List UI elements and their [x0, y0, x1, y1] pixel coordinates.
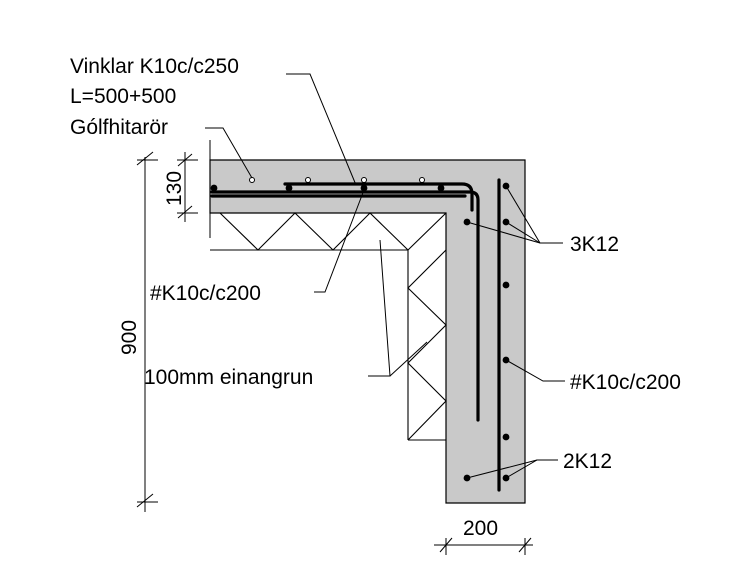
rebar-dot [502, 281, 510, 289]
leader-insulation [368, 239, 391, 377]
rebar-dot [210, 184, 218, 192]
label-vinklar-line2: L=500+500 [70, 85, 176, 108]
label-golfhitaror: Gólfhitarör [70, 116, 168, 139]
reinforcement [210, 177, 510, 492]
label-mesh-slab: #K10c/c200 [150, 282, 261, 305]
dim-200-label: 200 [463, 517, 498, 540]
rebar-dot [437, 184, 445, 192]
insulation-zigzag-horizontal [219, 212, 447, 251]
label-insulation: 100mm einangrun [144, 366, 313, 389]
dimension-lines [136, 151, 533, 555]
floor-heating-pipe [249, 177, 255, 183]
floor-heating-pipe [419, 177, 425, 183]
leader-golfhitaror [205, 127, 253, 179]
leader-vinklar [286, 73, 357, 186]
floor-heating-pipe [361, 177, 367, 183]
insulation-zigzag-vertical [407, 249, 447, 441]
insulation-zone [209, 140, 447, 441]
dim-900-label: 900 [118, 320, 141, 355]
leader-mesh-slab [314, 189, 365, 293]
corner-bar-top [210, 190, 480, 422]
label-2k12: 2K12 [563, 450, 612, 473]
rebar-dot [360, 184, 368, 192]
label-mesh-wall: #K10c/c200 [570, 371, 681, 394]
label-3k12: 3K12 [570, 233, 619, 256]
leader-mesh-wall [505, 359, 565, 382]
leader-lines [205, 73, 565, 479]
corner-bar-inner [283, 182, 474, 212]
rebar-dot [285, 184, 293, 192]
rebar-dot [502, 433, 510, 441]
label-vinklar-line1: Vinklar K10c/c250 [70, 55, 239, 78]
dim-130-label: 130 [163, 171, 186, 206]
annotations: Vinklar K10c/c250 L=500+500 Gólfhitarör … [70, 55, 681, 540]
floor-heating-pipe [305, 177, 311, 183]
